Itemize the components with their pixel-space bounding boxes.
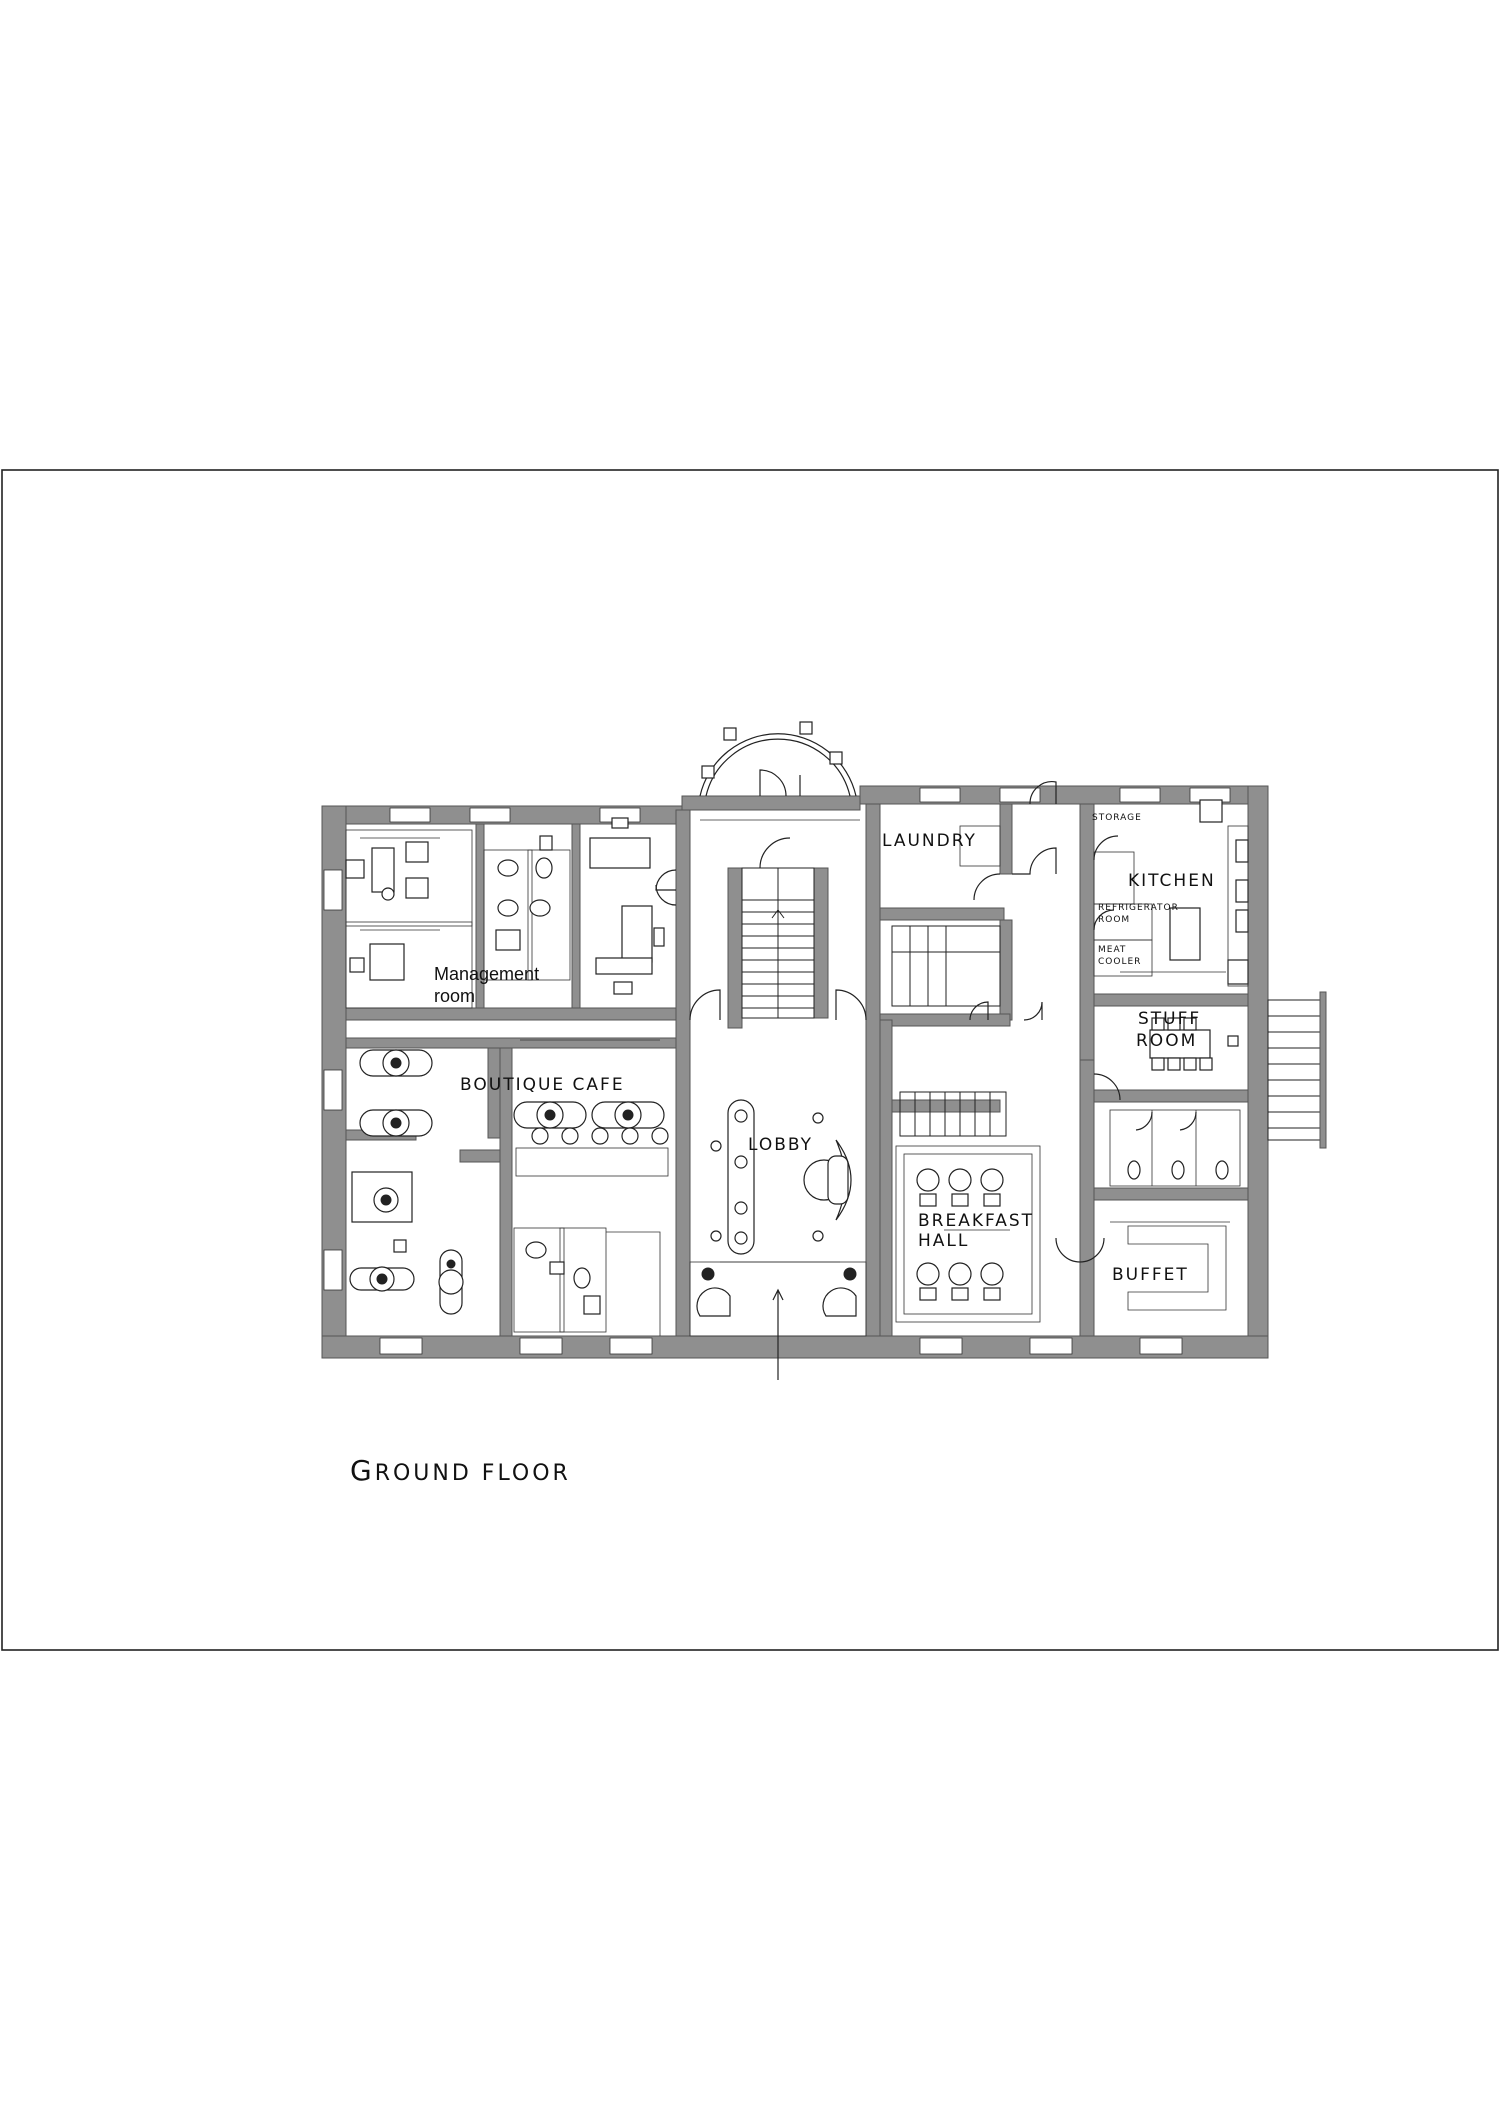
label-meat-cooler-line2: COOLER — [1098, 957, 1141, 967]
label-lobby: LOBBY — [748, 1135, 813, 1155]
management-area — [345, 817, 677, 1009]
lobby-stair — [741, 867, 815, 1019]
cafe-table — [359, 1109, 433, 1137]
side-stair — [1267, 991, 1327, 1149]
label-refrigerator-room-line2: ROOM — [1098, 915, 1130, 925]
label-breakfast-hall-line1: BREAKFAST — [918, 1211, 1034, 1231]
kitchen-area — [1093, 799, 1249, 987]
cafe-table — [438, 1249, 464, 1315]
label-breakfast-hall-line2: HALL — [918, 1231, 969, 1251]
label-stuff-room-line1: STUFF — [1138, 1009, 1201, 1029]
label-refrigerator-room-line1: REFRIGERATOR — [1098, 903, 1179, 913]
cafe-table — [349, 1266, 415, 1292]
boutique-cafe-area — [349, 1049, 669, 1336]
breakfast-stair — [899, 1091, 1007, 1137]
lobby-area — [689, 837, 867, 1380]
buffet-area — [1127, 1225, 1227, 1311]
cafe-table — [591, 1101, 665, 1129]
label-boutique-cafe: BOUTIQUE CAFE — [460, 1075, 625, 1095]
outer-walls — [321, 785, 1269, 1359]
stuff-room-area — [1093, 1017, 1241, 1187]
label-buffet: BUFFET — [1112, 1265, 1189, 1285]
interior-walls — [345, 803, 1249, 1337]
label-meat-cooler-line1: MEAT — [1098, 945, 1126, 955]
entrance-bay — [699, 721, 857, 797]
label-stuff-room-line2: ROOM — [1136, 1031, 1197, 1051]
dimension-marks — [360, 819, 1230, 1263]
laundry-area — [891, 781, 1057, 1021]
service-stair — [891, 925, 1001, 1007]
cafe-table — [513, 1101, 587, 1129]
label-kitchen: KITCHEN — [1128, 871, 1216, 891]
floor-plan — [321, 721, 1327, 1380]
breakfast-table — [916, 1262, 1004, 1301]
label-management-room-line1: Management — [434, 964, 539, 984]
label-management-room-line2: room — [434, 986, 475, 1006]
breakfast-table — [916, 1168, 1004, 1207]
cafe-table — [359, 1049, 433, 1077]
drawing-border — [1, 469, 1499, 1651]
label-storage: STORAGE — [1092, 813, 1142, 823]
drawing-title: GROUND FLOOR — [350, 1454, 571, 1487]
breakfast-hall-area — [895, 1091, 1105, 1323]
label-laundry: LAUNDRY — [882, 831, 977, 851]
